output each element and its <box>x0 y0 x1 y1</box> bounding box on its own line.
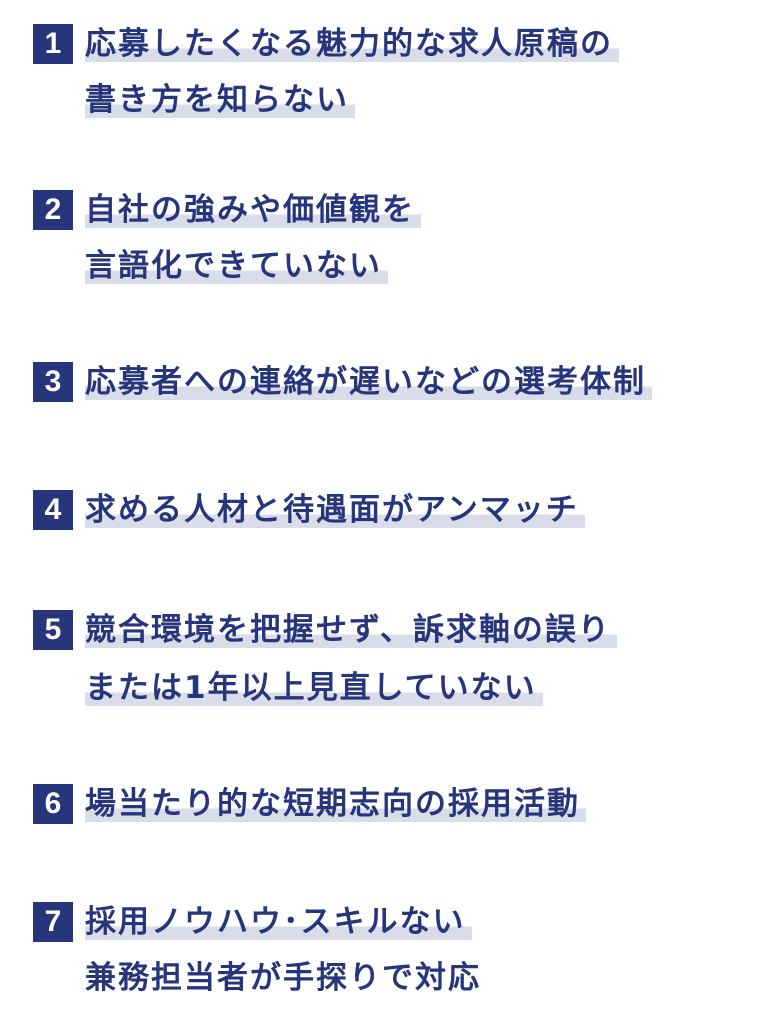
item-text-line: 競合環境を把握せず、訴求軸の誤り <box>85 610 617 654</box>
number-badge: 4 <box>33 490 73 530</box>
item-text: 採用ノウハウ･スキルない <box>85 904 472 940</box>
number-badge: 3 <box>33 362 73 402</box>
number-badge: 6 <box>33 784 73 824</box>
item-text-line: 求める人材と待遇面がアンマッチ <box>85 490 585 534</box>
number-badge: 5 <box>33 610 73 650</box>
item-text: 兼務担当者が手探りで対応 <box>85 960 481 996</box>
item-text: 場当たり的な短期志向の採用活動 <box>85 786 586 822</box>
item-text: 応募者への連絡が遅いなどの選考体制 <box>85 364 652 400</box>
item-text: 自社の強みや価値観を <box>85 192 421 228</box>
item-text-line: 自社の強みや価値観を <box>85 190 421 234</box>
item-text-line: 応募したくなる魅力的な求人原稿の <box>85 24 619 68</box>
item-text: 応募したくなる魅力的な求人原稿の <box>85 26 619 62</box>
item-text-line: 兼務担当者が手探りで対応 <box>85 958 481 1002</box>
item-text-line: 応募者への連絡が遅いなどの選考体制 <box>85 362 652 406</box>
item-text: 求める人材と待遇面がアンマッチ <box>85 492 585 528</box>
number-badge: 2 <box>33 190 73 230</box>
item-text-line: 場当たり的な短期志向の採用活動 <box>85 784 586 828</box>
item-text: 書き方を知らない <box>85 82 355 118</box>
item-text: 競合環境を把握せず、訴求軸の誤り <box>85 612 617 648</box>
item-text-line: 採用ノウハウ･スキルない <box>85 902 472 946</box>
number-badge: 1 <box>33 24 73 64</box>
number-badge: 7 <box>33 902 73 942</box>
item-text-line: または1年以上見直していない <box>85 668 543 712</box>
item-text: 言語化できていない <box>85 248 388 284</box>
item-text: または1年以上見直していない <box>85 670 543 706</box>
item-text-line: 書き方を知らない <box>85 80 355 124</box>
item-text-line: 言語化できていない <box>85 246 388 290</box>
